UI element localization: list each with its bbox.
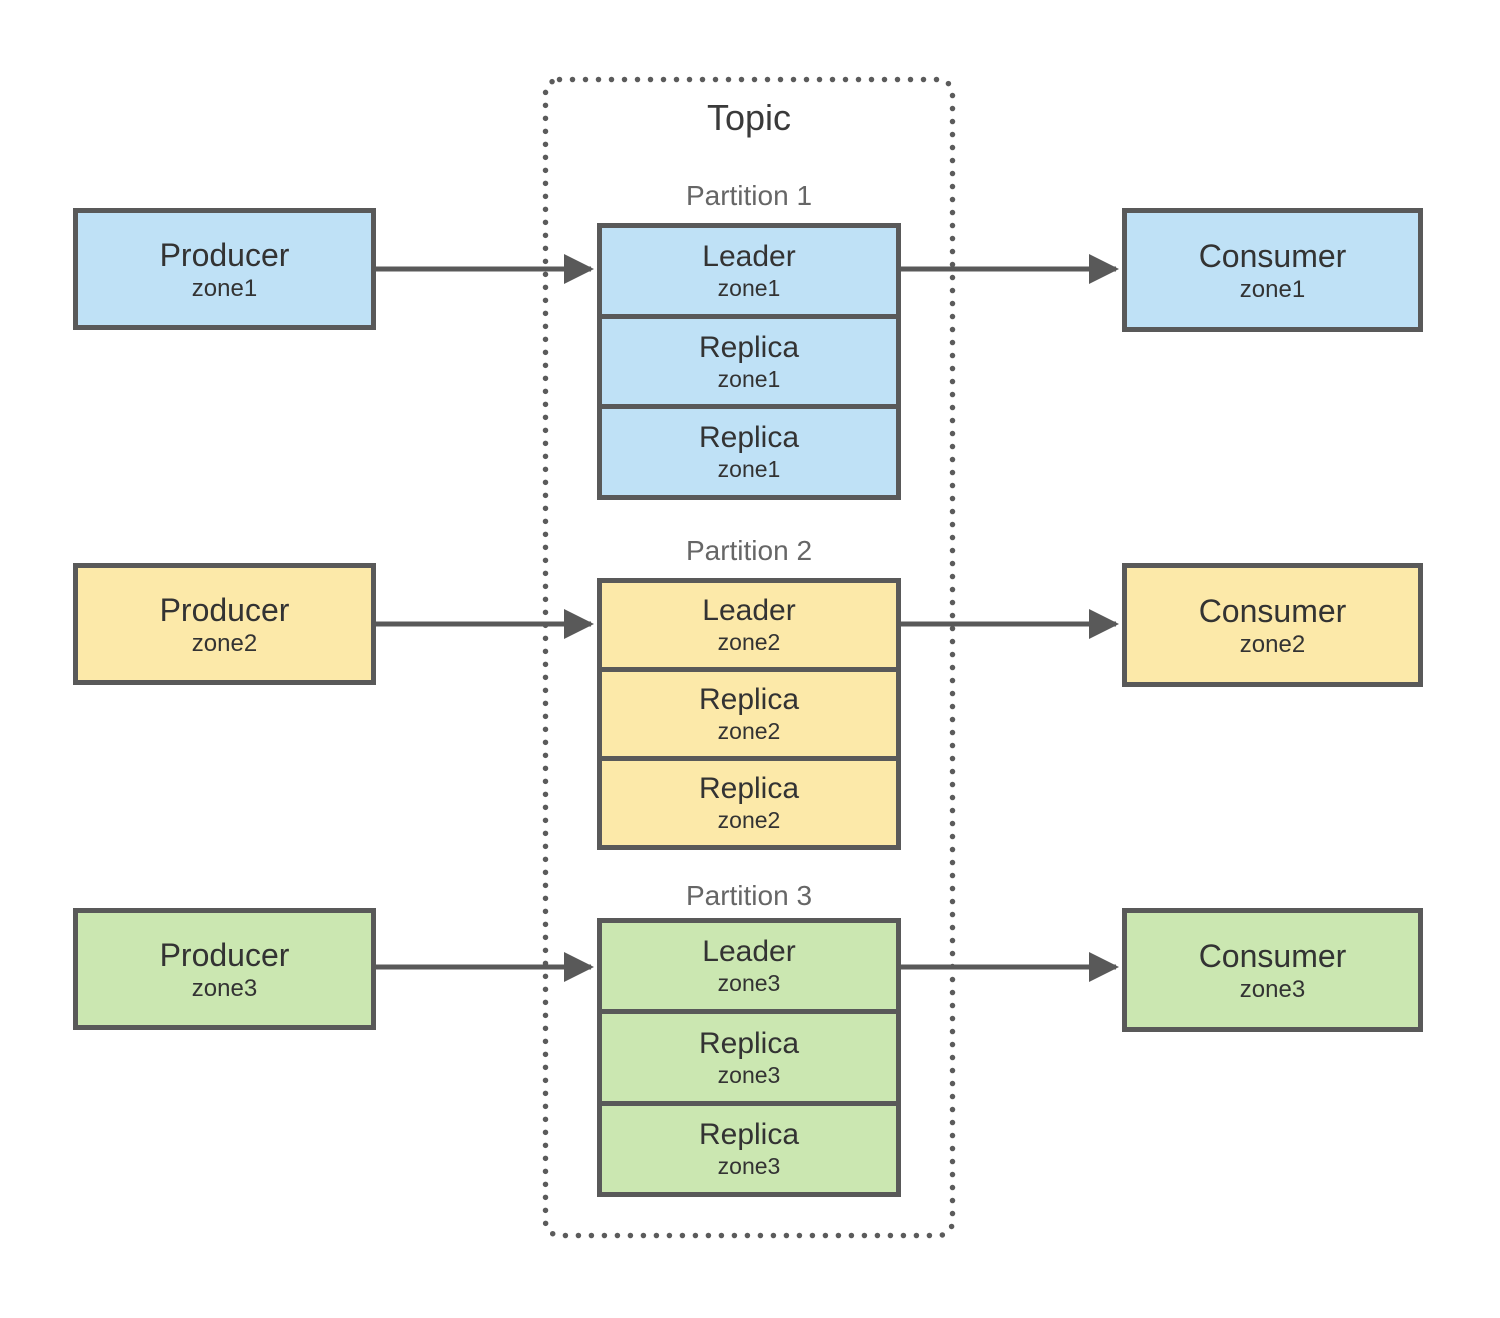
producer-zone3-box: Producer zone3: [73, 908, 376, 1030]
consumer-title: Consumer: [1198, 237, 1347, 274]
replica-box: Replica zone2: [602, 667, 896, 756]
consumer-title: Consumer: [1198, 937, 1347, 974]
partition-3-label: Partition 3: [685, 880, 813, 911]
replica-zone-label: zone3: [717, 1153, 781, 1180]
partition-2-label: Partition 2: [685, 535, 813, 566]
leader-box: Leader zone2: [602, 583, 896, 667]
topic-dotted-boundary: [542, 76, 956, 1239]
producer-zone-label: zone2: [191, 629, 258, 657]
consumer-zone-label: zone1: [1239, 275, 1306, 303]
partition-1-stack: Leader zone1 Replica zone1 Replica zone1: [597, 223, 901, 500]
producer-title: Producer: [159, 936, 290, 973]
leader-title: Leader: [702, 935, 796, 969]
partition-1-label: Partition 1: [685, 180, 813, 211]
partition-2-stack: Leader zone2 Replica zone2 Replica zone2: [597, 578, 901, 850]
replica-title: Replica: [698, 772, 800, 806]
consumer-zone-label: zone2: [1239, 630, 1306, 658]
producer-zone2-box: Producer zone2: [73, 563, 376, 685]
replica-title: Replica: [698, 421, 800, 455]
replica-title: Replica: [698, 330, 800, 364]
leader-box: Leader zone1: [602, 228, 896, 314]
topic-title: Topic: [706, 97, 792, 138]
consumer-zone2-box: Consumer zone2: [1122, 563, 1423, 687]
producer-title: Producer: [159, 591, 290, 628]
producer-zone1-box: Producer zone1: [73, 208, 376, 330]
consumer-zone-label: zone3: [1239, 975, 1306, 1003]
leader-title: Leader: [702, 594, 796, 628]
replica-box: Replica zone1: [602, 404, 896, 496]
replica-zone-label: zone2: [717, 718, 781, 745]
consumer-zone1-box: Consumer zone1: [1122, 208, 1423, 332]
producer-title: Producer: [159, 236, 290, 273]
leader-title: Leader: [702, 240, 796, 274]
connectors: [374, 254, 1119, 982]
replica-zone-label: zone1: [717, 456, 781, 483]
replica-box: Replica zone3: [602, 1100, 896, 1192]
leader-zone-label: zone1: [717, 275, 781, 302]
consumer-title: Consumer: [1198, 592, 1347, 629]
leader-box: Leader zone3: [602, 923, 896, 1010]
replica-zone-label: zone3: [717, 1061, 781, 1088]
replica-zone-label: zone2: [717, 807, 781, 834]
partition-3-stack: Leader zone3 Replica zone3 Replica zone3: [597, 918, 901, 1197]
replica-box: Replica zone1: [602, 313, 896, 405]
producer-zone-label: zone3: [191, 974, 258, 1002]
leader-zone-label: zone2: [717, 629, 781, 656]
replica-title: Replica: [698, 1118, 800, 1152]
replica-box: Replica zone3: [602, 1009, 896, 1101]
replica-zone-label: zone1: [717, 365, 781, 392]
replica-title: Replica: [698, 683, 800, 717]
consumer-zone3-box: Consumer zone3: [1122, 908, 1423, 1032]
replica-title: Replica: [698, 1026, 800, 1060]
replica-box: Replica zone2: [602, 756, 896, 845]
producer-zone-label: zone1: [191, 274, 258, 302]
leader-zone-label: zone3: [717, 970, 781, 997]
